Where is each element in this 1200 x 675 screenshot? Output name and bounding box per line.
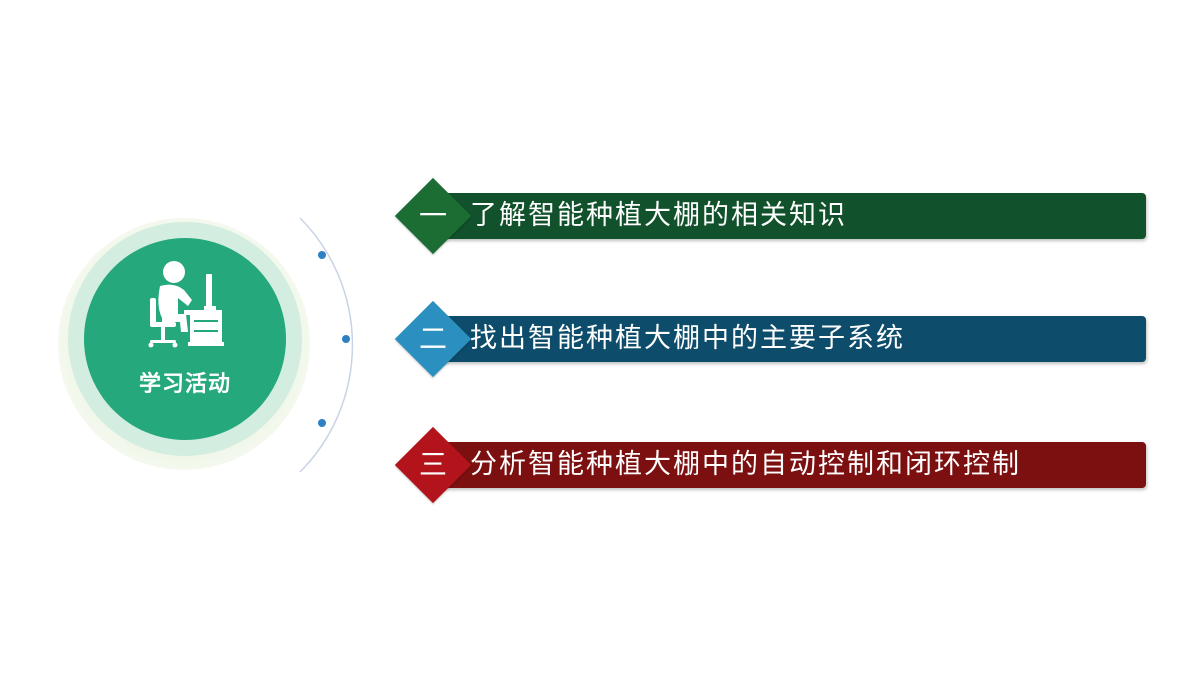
item-number: 一 [418, 199, 447, 232]
item-number: 三 [418, 448, 447, 481]
item-bar [436, 316, 1146, 362]
list-item: 一 了解智能种植大棚的相关知识 [394, 177, 1156, 255]
item-number: 二 [418, 322, 447, 355]
connector-dot [318, 251, 326, 259]
person-at-computer-icon [148, 261, 224, 348]
connector-dot [342, 335, 350, 343]
connector-dot [318, 419, 326, 427]
item-text: 找出智能种植大棚中的主要子系统 [470, 323, 905, 354]
item-bar [436, 193, 1146, 239]
item-bar [436, 442, 1146, 488]
emblem-disk [84, 238, 286, 440]
list-item: 三 分析智能种植大棚中的自动控制和闭环控制 [394, 426, 1156, 504]
item-text: 了解智能种植大棚的相关知识 [470, 200, 847, 231]
item-text: 分析智能种植大棚中的自动控制和闭环控制 [470, 449, 1021, 480]
list-item: 二 找出智能种植大棚中的主要子系统 [394, 300, 1156, 378]
emblem-label: 学习活动 [138, 372, 231, 397]
connector-arc [299, 217, 354, 473]
